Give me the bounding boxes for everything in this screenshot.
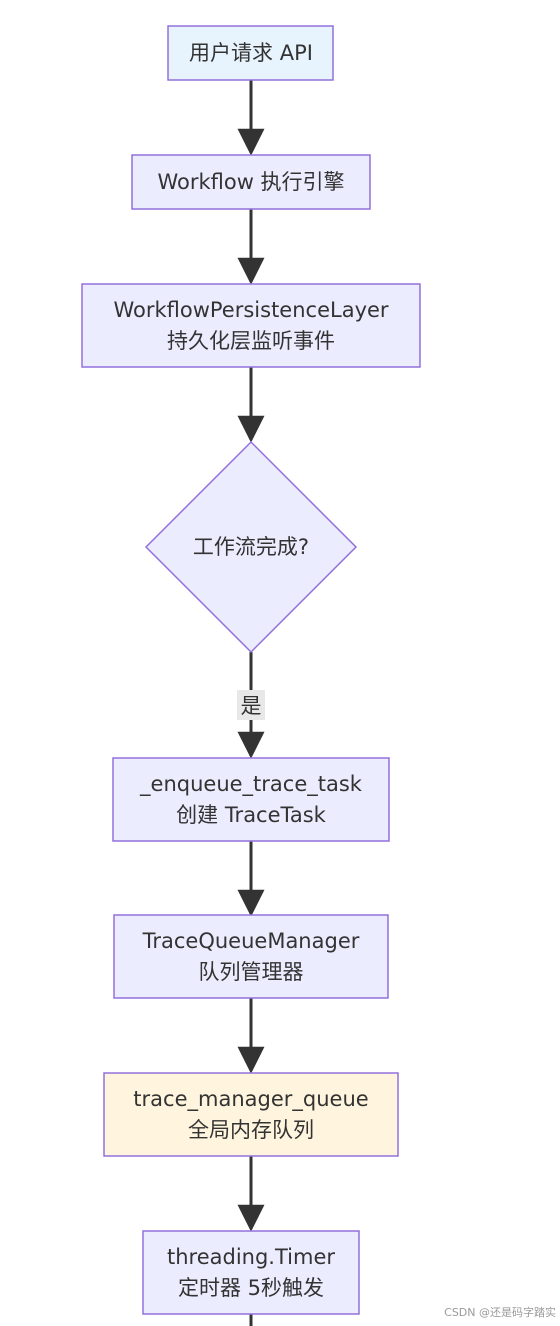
node-threading-timer-line-2: 定时器 5秒触发 [178, 1276, 324, 1300]
edge-label-text: 是 [241, 694, 262, 718]
node-enqueue-trace-task: _enqueue_trace_task 创建 TraceTask [112, 757, 390, 842]
node-workflow-done-label: 工作流完成? [193, 535, 309, 559]
node-trace-manager-queue: trace_manager_queue 全局内存队列 [103, 1072, 399, 1157]
node-trace-queue-manager-line-2: 队列管理器 [199, 960, 304, 984]
edge-label-yes: 是 [237, 690, 265, 720]
watermark-text: CSDN @还是码字踏实 [444, 1306, 556, 1319]
node-persistence-layer-line-1: WorkflowPersistenceLayer [113, 298, 388, 322]
node-persistence-layer-line-2: 持久化层监听事件 [167, 329, 335, 353]
node-user-request-box [167, 25, 334, 81]
node-enqueue-trace-task-box [112, 757, 390, 842]
edge-label-background [237, 690, 265, 720]
node-workflow-engine-label: Workflow 执行引擎 [157, 170, 344, 194]
node-trace-queue-manager: TraceQueueManager 队列管理器 [113, 914, 389, 999]
node-trace-manager-queue-line-1: trace_manager_queue [133, 1087, 368, 1112]
node-threading-timer: threading.Timer 定时器 5秒触发 [142, 1230, 360, 1315]
node-workflow-done-diamond [144, 440, 358, 654]
node-trace-manager-queue-line-2: 全局内存队列 [188, 1118, 314, 1142]
node-persistence-layer: WorkflowPersistenceLayer 持久化层监听事件 [81, 283, 421, 368]
node-trace-queue-manager-line-1: TraceQueueManager [142, 929, 360, 953]
node-enqueue-trace-task-line-2: 创建 TraceTask [176, 803, 327, 827]
node-threading-timer-box [142, 1230, 360, 1315]
node-enqueue-trace-task-line-1: _enqueue_trace_task [139, 772, 363, 797]
node-workflow-done-decision: 工作流完成? [144, 440, 358, 654]
node-workflow-engine-box [131, 154, 371, 210]
node-threading-timer-line-1: threading.Timer [167, 1245, 335, 1269]
node-user-request: 用户请求 API [167, 25, 334, 81]
node-trace-manager-queue-box [103, 1072, 399, 1157]
node-workflow-engine: Workflow 执行引擎 [131, 154, 371, 210]
node-trace-queue-manager-box [113, 914, 389, 999]
node-user-request-label: 用户请求 API [189, 41, 313, 65]
node-persistence-layer-box [81, 283, 421, 368]
